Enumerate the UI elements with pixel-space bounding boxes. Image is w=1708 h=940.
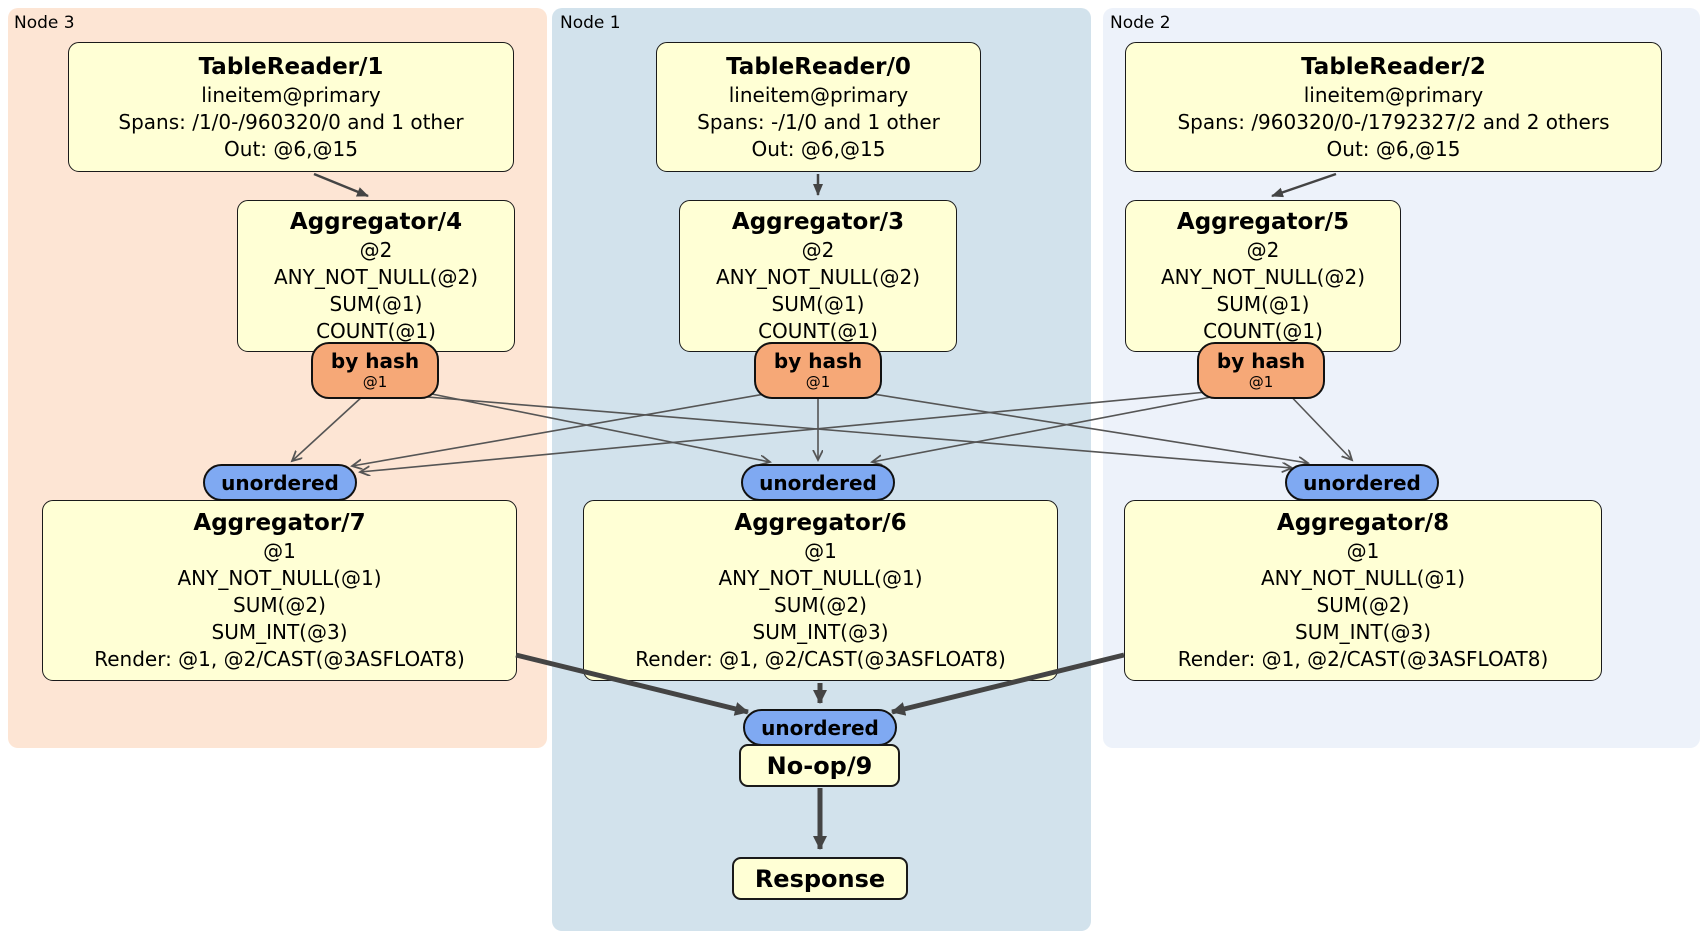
aggregator-4-title: Aggregator/4 bbox=[289, 209, 463, 235]
aggregator-4-fn1: ANY_NOT_NULL(@2) bbox=[274, 265, 478, 289]
table-reader-0-spans: Spans: -/1/0 and 1 other bbox=[697, 109, 940, 134]
region-label-node3: Node 3 bbox=[14, 13, 75, 33]
table-reader-1-spans: Spans: /1/0-/960320/0 and 1 other bbox=[118, 109, 464, 134]
aggregator-5-fn3: COUNT(@1) bbox=[1203, 319, 1323, 343]
aggregator-8-fn3: SUM_INT(@3) bbox=[1295, 620, 1431, 644]
hash-router-left-key: @1 bbox=[362, 373, 388, 391]
aggregator-4-fn3: COUNT(@1) bbox=[316, 319, 436, 343]
aggregator-6-render: Render: @1, @2/CAST(@3ASFLOAT8) bbox=[635, 647, 1006, 671]
table-reader-2-index: lineitem@primary bbox=[1303, 82, 1484, 107]
aggregator-7-fn3: SUM_INT(@3) bbox=[211, 620, 348, 644]
hash-router-mid-label: by hash bbox=[773, 349, 863, 373]
hash-router-left-label: by hash bbox=[330, 349, 420, 373]
aggregator-3-fn3: COUNT(@1) bbox=[758, 319, 878, 343]
table-reader-1-box: TableReader/1 lineitem@primary Spans: /1… bbox=[68, 42, 514, 172]
hash-router-mid-key: @1 bbox=[805, 373, 831, 391]
sync-unordered-mid-label: unordered bbox=[759, 470, 877, 495]
region-label-node1: Node 1 bbox=[560, 13, 621, 33]
aggregator-3-fn2: SUM(@1) bbox=[771, 292, 865, 316]
aggregator-8-title: Aggregator/8 bbox=[1276, 510, 1450, 536]
sync-unordered-mid: unordered bbox=[741, 464, 895, 501]
aggregator-8-box: Aggregator/8 @1 ANY_NOT_NULL(@1) SUM(@2)… bbox=[1124, 500, 1602, 681]
aggregator-7-render: Render: @1, @2/CAST(@3ASFLOAT8) bbox=[94, 647, 465, 671]
table-reader-1-index: lineitem@primary bbox=[201, 82, 381, 107]
sync-unordered-right: unordered bbox=[1285, 464, 1439, 501]
aggregator-5-group: @2 bbox=[1246, 238, 1280, 262]
response-box: Response bbox=[732, 857, 908, 900]
sync-unordered-final: unordered bbox=[743, 709, 897, 746]
table-reader-2-box: TableReader/2 lineitem@primary Spans: /9… bbox=[1125, 42, 1662, 172]
table-reader-2-out: Out: @6,@15 bbox=[1326, 136, 1461, 161]
aggregator-3-box: Aggregator/3 @2 ANY_NOT_NULL(@2) SUM(@1)… bbox=[679, 200, 957, 352]
aggregator-5-title: Aggregator/5 bbox=[1176, 209, 1350, 235]
aggregator-5-fn1: ANY_NOT_NULL(@2) bbox=[1161, 265, 1365, 289]
table-reader-0-title: TableReader/0 bbox=[726, 53, 911, 80]
noop-title: No-op/9 bbox=[766, 751, 873, 780]
table-reader-1-title: TableReader/1 bbox=[198, 53, 384, 80]
table-reader-0-out: Out: @6,@15 bbox=[751, 136, 886, 161]
aggregator-6-fn2: SUM(@2) bbox=[774, 593, 867, 617]
table-reader-2-spans: Spans: /960320/0-/1792327/2 and 2 others bbox=[1177, 109, 1610, 134]
table-reader-2-title: TableReader/2 bbox=[1301, 53, 1486, 80]
aggregator-7-title: Aggregator/7 bbox=[193, 510, 366, 536]
aggregator-6-fn3: SUM_INT(@3) bbox=[752, 620, 889, 644]
noop-box: No-op/9 bbox=[739, 744, 900, 787]
aggregator-8-group: @1 bbox=[1346, 539, 1380, 563]
aggregator-3-fn1: ANY_NOT_NULL(@2) bbox=[716, 265, 920, 289]
aggregator-6-title: Aggregator/6 bbox=[734, 510, 907, 536]
aggregator-4-box: Aggregator/4 @2 ANY_NOT_NULL(@2) SUM(@1)… bbox=[237, 200, 515, 352]
aggregator-8-render: Render: @1, @2/CAST(@3ASFLOAT8) bbox=[1177, 647, 1549, 671]
aggregator-3-group: @2 bbox=[801, 238, 835, 262]
aggregator-5-fn2: SUM(@1) bbox=[1216, 292, 1310, 316]
hash-router-right-key: @1 bbox=[1248, 373, 1274, 391]
aggregator-8-fn1: ANY_NOT_NULL(@1) bbox=[1261, 566, 1465, 590]
sync-unordered-right-label: unordered bbox=[1303, 470, 1421, 495]
sync-unordered-final-label: unordered bbox=[761, 715, 879, 740]
table-reader-0-index: lineitem@primary bbox=[728, 82, 909, 107]
aggregator-7-box: Aggregator/7 @1 ANY_NOT_NULL(@1) SUM(@2)… bbox=[42, 500, 517, 681]
aggregator-6-group: @1 bbox=[804, 539, 837, 563]
aggregator-6-box: Aggregator/6 @1 ANY_NOT_NULL(@1) SUM(@2)… bbox=[583, 500, 1058, 681]
region-label-node2: Node 2 bbox=[1110, 13, 1171, 33]
aggregator-3-title: Aggregator/3 bbox=[731, 209, 905, 235]
response-title: Response bbox=[754, 864, 886, 893]
aggregator-4-group: @2 bbox=[359, 238, 393, 262]
hash-router-left: by hash @1 bbox=[311, 342, 439, 399]
aggregator-7-fn1: ANY_NOT_NULL(@1) bbox=[177, 566, 382, 590]
sync-unordered-left-label: unordered bbox=[221, 470, 339, 495]
sync-unordered-left: unordered bbox=[203, 464, 357, 501]
aggregator-7-fn2: SUM(@2) bbox=[233, 593, 326, 617]
table-reader-1-out: Out: @6,@15 bbox=[224, 136, 358, 161]
aggregator-7-group: @1 bbox=[263, 539, 296, 563]
aggregator-5-box: Aggregator/5 @2 ANY_NOT_NULL(@2) SUM(@1)… bbox=[1125, 200, 1401, 352]
aggregator-4-fn2: SUM(@1) bbox=[329, 292, 423, 316]
aggregator-6-fn1: ANY_NOT_NULL(@1) bbox=[718, 566, 923, 590]
table-reader-0-box: TableReader/0 lineitem@primary Spans: -/… bbox=[656, 42, 981, 172]
hash-router-right: by hash @1 bbox=[1197, 342, 1325, 399]
aggregator-8-fn2: SUM(@2) bbox=[1316, 593, 1410, 617]
hash-router-right-label: by hash bbox=[1216, 349, 1306, 373]
hash-router-mid: by hash @1 bbox=[754, 342, 882, 399]
